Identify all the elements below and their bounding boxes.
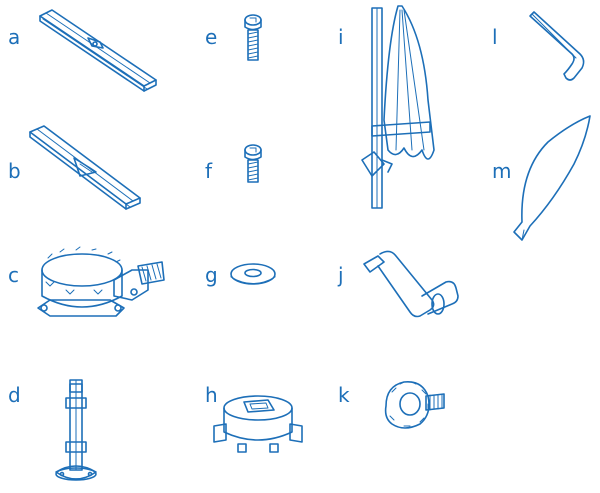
knob-screw-icon (386, 382, 444, 428)
long-screw-icon (245, 15, 261, 60)
base-plate-with-crank-icon (38, 247, 164, 316)
label-f: f (205, 159, 213, 183)
wing-blade-icon (514, 116, 590, 240)
label-i: i (338, 25, 344, 49)
label-j: j (337, 263, 344, 287)
short-rail-icon (40, 10, 156, 91)
parasol-icon (362, 6, 434, 208)
label-a: a (8, 25, 20, 49)
label-d: d (8, 383, 21, 407)
mount-block-icon (214, 396, 302, 452)
short-screw-icon (245, 145, 261, 182)
crank-handle-icon (364, 251, 458, 316)
label-m: m (492, 159, 511, 183)
label-l: l (492, 25, 498, 49)
label-k: k (338, 383, 350, 407)
hex-key-icon (530, 12, 584, 80)
label-h: h (205, 383, 218, 407)
label-g: g (205, 263, 218, 287)
label-e: e (205, 25, 217, 49)
pole-stand-icon (56, 380, 96, 480)
washer-icon (231, 264, 275, 284)
label-b: b (8, 159, 21, 183)
long-rail-icon (30, 126, 140, 209)
label-c: c (8, 263, 19, 287)
